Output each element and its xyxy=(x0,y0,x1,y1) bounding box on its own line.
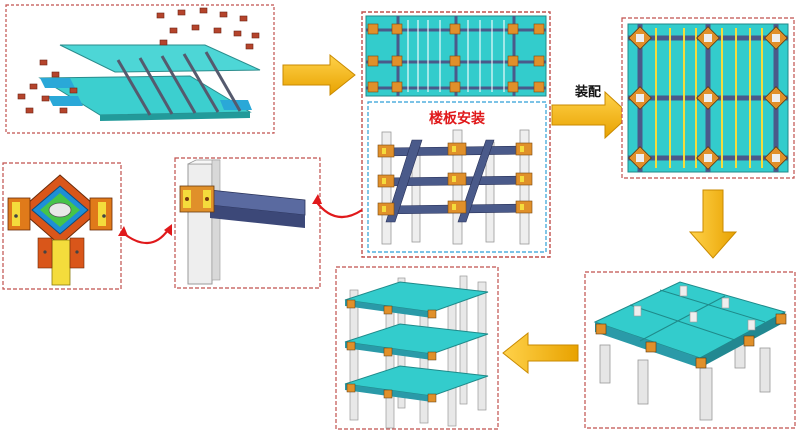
storey-slabs xyxy=(344,281,489,402)
panel-assembled-plan xyxy=(621,17,795,179)
panel-column-beam-joint xyxy=(174,157,321,289)
arrow-down xyxy=(688,189,738,259)
panel-slab-components xyxy=(5,4,275,134)
panel-multi-storey xyxy=(335,266,499,430)
panel-floor-install: 楼板安装 xyxy=(361,11,551,258)
frame-structure xyxy=(377,129,533,245)
panel-single-floor xyxy=(584,271,796,429)
arrow-right-1 xyxy=(282,53,356,97)
floor-install-label: 楼板安装 xyxy=(429,110,486,127)
panel-node-detail xyxy=(2,162,122,290)
arrow-assembly: 装配 xyxy=(551,84,631,140)
curved-arrow-heads xyxy=(118,194,322,236)
arrow-left xyxy=(502,331,579,375)
assembly-label: 装配 xyxy=(574,84,601,100)
plan-view-top xyxy=(365,15,547,97)
